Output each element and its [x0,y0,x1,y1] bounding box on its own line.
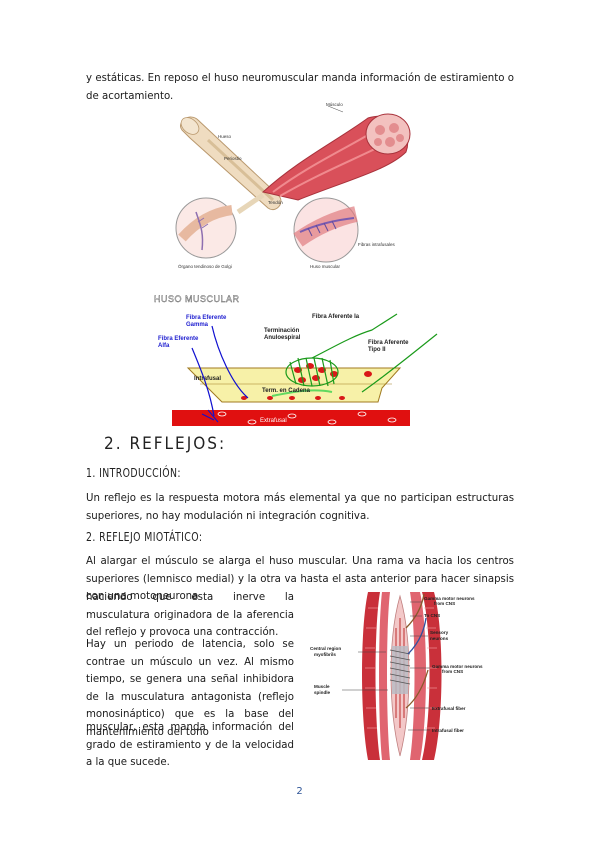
label-eferente-alfa-1: Fibra Eferente [158,336,199,342]
bone-illustration [180,116,282,210]
label-gamma-motor-1b: from CNS [434,601,455,606]
label-intrafusal-fiber: Intrafusal fiber [432,728,464,733]
golgi-organ-inset [175,197,237,259]
label-huso-muscular: Huso muscular [310,264,341,269]
miotatico-paragraph-full: Al alargar el músculo se alarga el huso … [86,556,514,602]
label-muscle-1: Muscle [314,684,330,689]
miotatico-paragraph-col2: Hay un periodo de latencia, solo se cont… [86,639,294,738]
label-central-2: myofibrils [314,652,336,657]
diagram-title: HUSO MUSCULAR [154,294,240,304]
subsection-heading-introduccion: 1. INTRODUCCIÓN: [86,466,181,480]
label-eferente-gamma-1: Fibra Eferente [186,315,227,321]
label-gamma-motor-2b: from CNS [442,669,463,674]
introduccion-paragraph: Un reflejo es la respuesta motora más el… [86,493,514,522]
miotatico-paragraph-col1: haciendo que esta inerve la musculatura … [86,592,294,638]
muscle-spindle-inset [293,197,359,263]
label-extrafusal: Extrafusal [260,418,287,424]
label-sensory-1: Sensory [430,630,449,635]
label-to-cns: To CNS [424,613,440,618]
label-periostio: Periostio [224,156,242,161]
label-central-1: Central region [310,646,341,651]
label-terminacion-1: Terminación [264,328,300,334]
label-hueso: Hueso [218,134,232,139]
label-organo-golgi: Órgano tendinoso de Golgi [178,263,232,269]
intro-paragraph: y estáticas. En reposo el huso neuromusc… [86,73,514,102]
label-sensory-2: neurons [430,636,449,641]
intrafusal-fiber [186,367,402,403]
label-eferente-gamma-2: Gamma [186,322,209,328]
label-intrafusal: Intrafusal [194,376,221,382]
label-terminacion-2: Anuloespiral [264,335,301,341]
muscle-spindle-illustration: Gamma motor neurons from CNS To CNS Sens… [310,592,483,760]
muscle-illustration [236,113,411,215]
page-number: 2 [296,786,303,797]
muscle-anatomy-figure: Músculo Hueso Periostio Tendón Fibras in… [175,102,411,269]
label-extrafusal-fiber: Extrafusal fiber [432,706,466,711]
label-eferente-alfa-2: Alfa [158,343,170,349]
label-fibras-intrafusales: Fibras intrafusales [358,242,396,247]
label-gamma-motor-2: Gamma motor neurons [432,664,483,669]
label-aferente-ia: Fibra Aferente Ia [312,314,360,320]
muscle-spindle-diagram: HUSO MUSCULAR Extrafusal Intrafusal Fibr… [154,294,438,426]
label-musculo: Músculo [326,102,343,107]
spindle-capsule [389,594,411,757]
subsection-heading-reflejo-miotatico: 2. REFLEJO MIOTÁTICO: [86,530,203,544]
label-muscle-2: spindle [314,690,331,695]
miotatico-paragraph-col3: muscular, esta manda información del gra… [86,722,294,768]
label-gamma-motor-1: Gamma motor neurons [424,596,475,601]
label-aferente-ii-1: Fibra Aferente [368,340,409,346]
label-aferente-ii-2: Tipo II [368,347,386,353]
label-term-cadena: Term. en Cadena [262,388,311,394]
section-heading-reflejos: 2. REFLEJOS: [104,434,227,454]
label-tendon: Tendón [268,200,283,205]
